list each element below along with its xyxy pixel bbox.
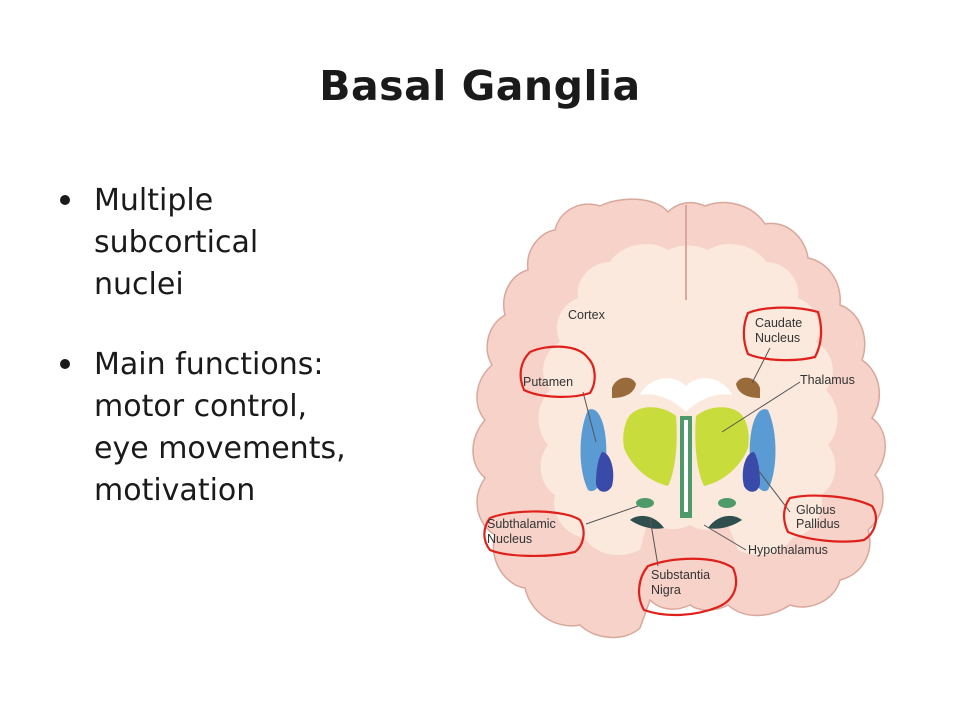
annotation-circle-caudate <box>742 306 823 362</box>
annotation-circle-putamen <box>519 345 596 398</box>
label-caudate-2: Nucleus <box>755 331 800 345</box>
bullet-item: Multiple subcortical nuclei <box>58 180 418 306</box>
label-hypothalamus: Hypothalamus <box>748 543 828 557</box>
label-thalamus: Thalamus <box>800 373 855 387</box>
label-globus-2: Pallidus <box>796 517 840 531</box>
bullet-item: Main functions: motor control, eye movem… <box>58 344 418 512</box>
label-subthalamic: Subthalamic <box>487 517 556 531</box>
label-substantia-2: Nigra <box>651 583 681 597</box>
lateral-ventricles <box>640 378 732 412</box>
label-subthalamic-2: Nucleus <box>487 532 532 546</box>
subthalamic-nucleus-right <box>718 498 736 508</box>
label-globus: Globus <box>796 503 836 517</box>
annotation-circle-subthalamic <box>483 510 585 558</box>
thalamus-left <box>623 407 677 486</box>
substantia-nigra-right <box>708 515 742 529</box>
slide-title: Basal Ganglia <box>319 62 641 110</box>
bullet-dot-icon <box>60 359 70 369</box>
bullet-line: nuclei <box>94 267 184 302</box>
third-ventricle-core <box>684 420 688 512</box>
bullet-line: subcortical <box>94 225 259 260</box>
bullet-line: motivation <box>94 473 256 508</box>
annotation-circle-globus <box>783 494 877 543</box>
annotation-circles <box>483 306 877 617</box>
annotation-circle-substantia <box>638 557 738 617</box>
globus-pallidus-left <box>596 452 614 492</box>
bullet-line: motor control, <box>94 389 308 424</box>
subthalamic-nucleus-left <box>636 498 654 508</box>
leader-lines <box>582 347 801 567</box>
bullet-line: eye movements, <box>94 431 346 466</box>
globus-pallidus-right <box>742 452 760 492</box>
brain-coronal-diagram: Cortex Caudate Nucleus Putamen Thalamus … <box>472 198 886 639</box>
thalamus-right <box>695 407 749 486</box>
caudate-nucleus-left <box>612 377 636 398</box>
caudate-nucleus-right <box>736 377 760 398</box>
bullet-list: Multiple subcortical nuclei Main functio… <box>58 180 418 512</box>
substantia-nigra-left <box>630 515 664 529</box>
bullet-line: Main functions: <box>94 347 324 382</box>
label-cortex: Cortex <box>568 308 606 322</box>
label-substantia: Substantia <box>651 568 710 582</box>
bullet-line: Multiple <box>94 183 214 218</box>
label-putamen: Putamen <box>523 375 573 389</box>
bullet-dot-icon <box>60 195 70 205</box>
label-caudate: Caudate <box>755 316 802 330</box>
